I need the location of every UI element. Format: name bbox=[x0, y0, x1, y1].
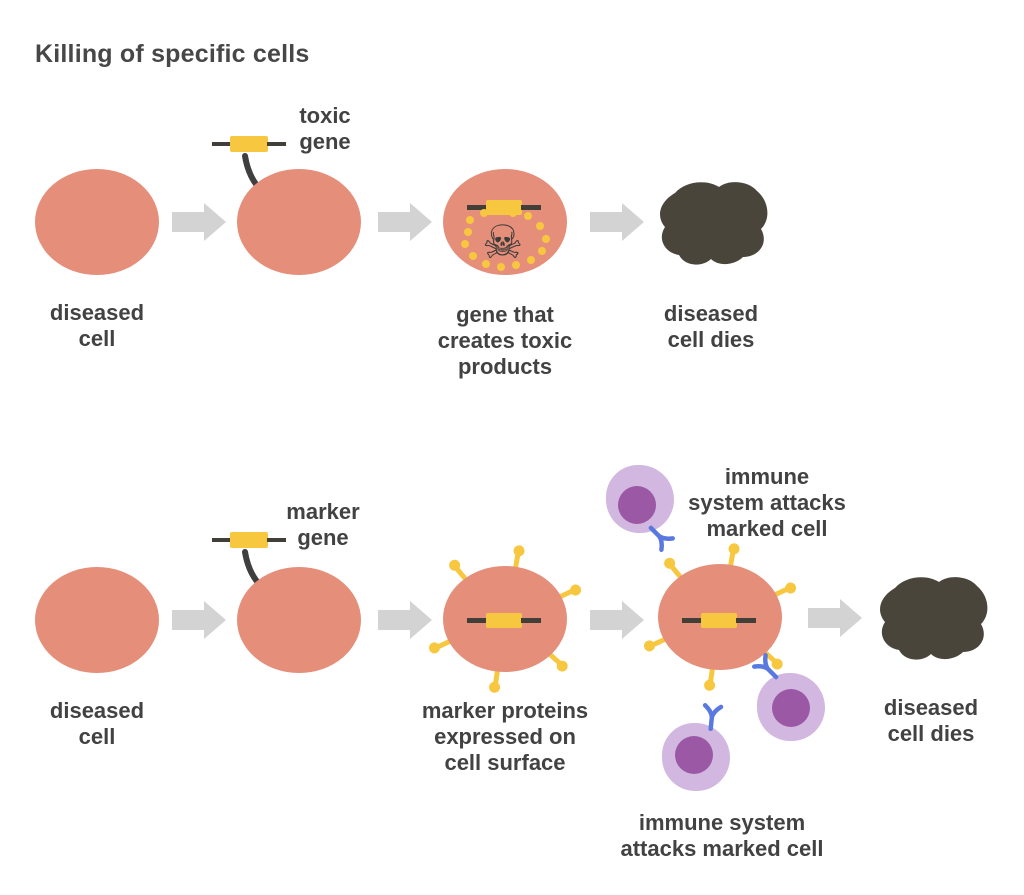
gene-box bbox=[701, 612, 737, 628]
marked-cell bbox=[435, 552, 575, 686]
flow-arrow-icon bbox=[172, 203, 226, 241]
gene-tail-right bbox=[267, 538, 286, 542]
cell-dies-label-2: diseased cell dies bbox=[883, 695, 979, 746]
diseased-cell-1 bbox=[35, 169, 159, 275]
gene-box bbox=[230, 136, 268, 152]
gene-tail-right bbox=[521, 617, 541, 623]
dead-cell-blob bbox=[660, 182, 768, 265]
diseased-cell-1-label: diseased cell bbox=[49, 300, 145, 351]
immune-cell-nucleus bbox=[675, 736, 713, 774]
toxin-dot bbox=[524, 212, 532, 220]
toxin-dot bbox=[480, 209, 488, 217]
dead-cell-blob bbox=[880, 577, 988, 660]
flow-arrow-icon bbox=[378, 601, 432, 639]
marker-proteins-label: marker proteins expressed on cell surfac… bbox=[421, 698, 589, 775]
toxin-dot bbox=[466, 216, 474, 224]
diseased-cell-2-label: diseased cell bbox=[49, 698, 145, 749]
diagram-title: Killing of specific cells bbox=[35, 40, 310, 68]
integrated-gene-icon bbox=[467, 612, 541, 628]
cell-dies-label-1: diseased cell dies bbox=[663, 301, 759, 352]
diseased-cell-2 bbox=[35, 567, 159, 673]
attacked-marked-cell bbox=[650, 550, 790, 684]
cell-with-toxic-gene: ☠ bbox=[443, 169, 567, 275]
flow-arrow-icon bbox=[378, 203, 432, 241]
toxin-dot bbox=[542, 235, 550, 243]
immune-cell bbox=[662, 723, 730, 791]
toxin-dot bbox=[482, 260, 490, 268]
integrated-gene-icon bbox=[682, 612, 756, 628]
gene-tail-left bbox=[212, 142, 231, 146]
toxin-dot bbox=[461, 240, 469, 248]
cell-body bbox=[443, 566, 567, 672]
gene-box bbox=[230, 532, 268, 548]
immune-cell-nucleus bbox=[618, 486, 656, 524]
skull-crossbones-icon: ☠ bbox=[482, 215, 524, 269]
flow-arrow-icon bbox=[590, 601, 644, 639]
cell-receiving-toxic-gene bbox=[237, 169, 361, 275]
flow-arrow-icon bbox=[172, 601, 226, 639]
cell-body bbox=[658, 564, 782, 670]
marker-protein-pin bbox=[707, 667, 715, 684]
toxic-gene-icon bbox=[212, 136, 286, 152]
antibody-icon bbox=[648, 525, 675, 552]
immune-cell bbox=[757, 673, 825, 741]
marker-protein-pin bbox=[492, 669, 500, 686]
immune-attack-bottom-label: immune system attacks marked cell bbox=[620, 810, 824, 861]
gene-tail-right bbox=[267, 142, 286, 146]
marker-gene-icon bbox=[212, 532, 286, 548]
immune-attack-top-label: immune system attacks marked cell bbox=[688, 464, 846, 541]
toxin-dot bbox=[536, 222, 544, 230]
gene-tail-right bbox=[521, 204, 541, 210]
toxin-dot bbox=[497, 263, 505, 271]
toxin-dot bbox=[464, 228, 472, 236]
toxin-dot bbox=[469, 252, 477, 260]
flow-arrow-icon bbox=[808, 599, 862, 637]
immune-cell bbox=[606, 465, 674, 533]
gene-tail-left bbox=[682, 617, 702, 623]
toxin-dot bbox=[538, 247, 546, 255]
antibody-icon bbox=[752, 653, 779, 680]
gene-tail-left bbox=[467, 204, 487, 210]
marker-gene-label: marker gene bbox=[286, 499, 360, 550]
toxin-dot bbox=[509, 209, 517, 217]
flow-arrow-icon bbox=[590, 203, 644, 241]
antibody-icon bbox=[702, 702, 724, 732]
gene-tail-left bbox=[212, 538, 231, 542]
toxic-products-label: gene that creates toxic products bbox=[437, 302, 573, 379]
toxin-dot bbox=[494, 205, 502, 213]
toxic-gene-label: toxic gene bbox=[299, 103, 351, 154]
toxin-dot bbox=[527, 256, 535, 264]
gene-tail-left bbox=[467, 617, 487, 623]
immune-cell-nucleus bbox=[772, 689, 810, 727]
cell-receiving-marker-gene bbox=[237, 567, 361, 673]
toxin-dot bbox=[512, 261, 520, 269]
gene-tail-right bbox=[736, 617, 756, 623]
gene-box bbox=[486, 612, 522, 628]
